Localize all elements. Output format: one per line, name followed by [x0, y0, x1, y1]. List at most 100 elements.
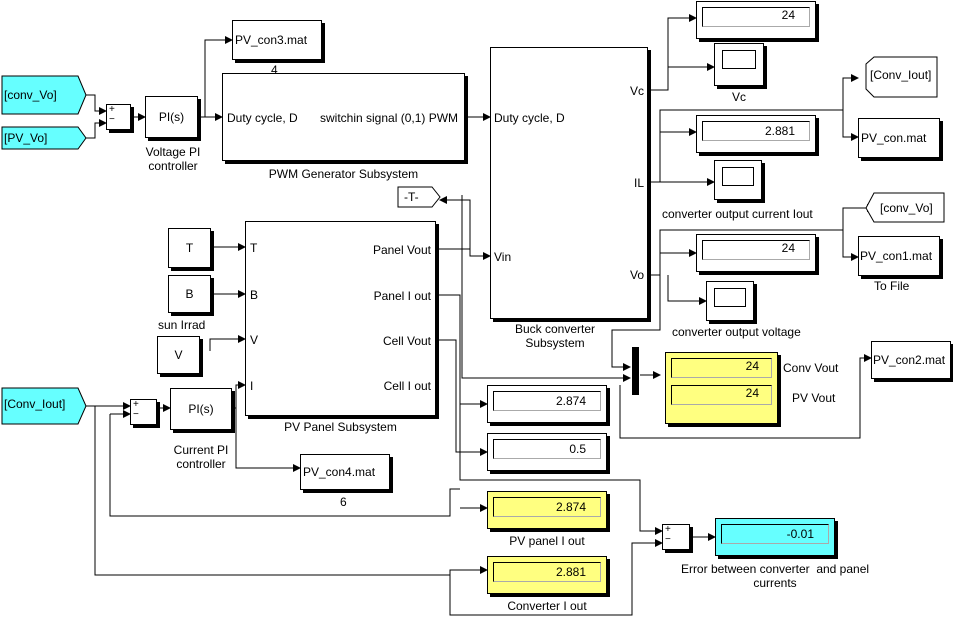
display-value-pv-vout: 24 [745, 386, 759, 400]
scope-vo[interactable] [706, 281, 754, 321]
buck-converter-subsystem[interactable]: Duty cycle, D Vin Vc IL Vo [490, 47, 648, 319]
pwm-output-port: switchin signal (0,1) PWM [320, 111, 459, 125]
pv-v-port: V [250, 333, 259, 347]
goto-conv-iout-tag[interactable]: [Conv_Iout] [870, 68, 932, 82]
scope-screen [714, 288, 746, 307]
from-conv-iout-tag[interactable]: [Conv_Iout] [4, 397, 66, 411]
scope-il-caption: converter output current Iout [662, 207, 813, 221]
to-file-pv-con3[interactable]: PV_con3.mat [232, 20, 322, 60]
to-file-pv-con[interactable]: PV_con.mat [858, 118, 940, 158]
buck-vin-port: Vin [494, 250, 512, 264]
display-panel-iout-b[interactable]: 0.5 [487, 433, 607, 471]
constant-value: T [185, 241, 194, 255]
display-value: 24 [781, 8, 795, 22]
pv-cell-vout-port: Cell Vout [382, 334, 431, 348]
display-converter-iout[interactable]: 2.881 [487, 556, 607, 594]
scope-vc[interactable] [714, 43, 764, 86]
file-name: PV_con3.mat [235, 33, 308, 47]
display-pv-panel-iout[interactable]: 2.874 [487, 491, 607, 529]
pv-b-port: B [250, 288, 259, 302]
goto-t-tag[interactable]: -T- [404, 190, 419, 204]
display-frame [671, 358, 772, 378]
voltage-pi-caption: Voltage PI controller [145, 145, 201, 173]
pwm-caption: PWM Generator Subsystem [268, 167, 419, 181]
file-name: PV_con2.mat [873, 353, 946, 367]
display-value: 0.5 [569, 442, 586, 456]
to-file-pv-con1[interactable]: PV_con1.mat [858, 236, 940, 276]
display-value: 2.874 [555, 500, 586, 514]
voltage-constant[interactable]: V [157, 336, 200, 374]
pv-t-port: T [250, 241, 258, 255]
sum-signs: + − [665, 524, 671, 545]
display-error[interactable]: -0.01 [715, 518, 835, 556]
to-file-pv-con4[interactable]: PV_con4.mat [300, 454, 390, 490]
display-vc[interactable]: 24 [696, 1, 816, 39]
display-mux-voltages[interactable]: 24 24 [665, 352, 778, 424]
pi-label: PI(s) [188, 402, 214, 416]
display-value: 2.881 [555, 565, 586, 579]
display-value-conv-vout: 24 [745, 359, 759, 373]
display-frame [493, 497, 601, 517]
buck-vc-port: Vc [629, 84, 644, 98]
display-value: -0.01 [786, 527, 814, 541]
display-vo[interactable]: 24 [696, 234, 816, 272]
current-pi-caption: Current PI controller [173, 443, 229, 471]
display-value: 2.881 [764, 124, 795, 138]
buck-vo-port: Vo [629, 268, 644, 282]
pi-label: PI(s) [158, 110, 185, 124]
pv-caption: PV Panel Subsystem [284, 420, 397, 434]
display-frame [493, 439, 601, 459]
pv-cell-iout-port: Cell I out [383, 379, 431, 393]
scope-vc-caption: Vc [731, 90, 746, 104]
display-frame [702, 121, 810, 141]
scope-screen [722, 50, 756, 69]
pv-i-port: I [250, 379, 254, 393]
scope-il[interactable] [714, 160, 762, 200]
pv-con4-number: 6 [340, 495, 347, 509]
voltage-error-sum[interactable]: + − [106, 104, 131, 130]
buck-caption: Buck converter Subsystem [514, 322, 596, 350]
pv-panel-iout-caption: PV panel I out [509, 534, 585, 548]
display-frame [702, 7, 810, 27]
scope-screen [722, 167, 754, 186]
pwm-input-port: Duty cycle, D [227, 111, 298, 125]
display-value: 24 [781, 241, 795, 255]
conv-vout-caption: Conv Vout [783, 361, 839, 375]
converter-iout-caption: Converter I out [507, 599, 587, 613]
scope-vo-caption: converter output voltage [672, 325, 801, 339]
sum-signs: + − [133, 399, 139, 420]
buck-il-port: IL [633, 176, 644, 190]
display-frame [671, 385, 772, 405]
constant-value: B [185, 287, 194, 301]
pwm-generator-subsystem[interactable]: Duty cycle, D switchin signal (0,1) PWM [222, 73, 465, 161]
current-error-sum[interactable]: + − [130, 399, 157, 425]
to-file-pv-con2[interactable]: PV_con2.mat [871, 341, 951, 379]
file-name: PV_con.mat [861, 131, 927, 145]
pv-panel-vout-port: Panel Vout [372, 243, 431, 257]
error-caption: Error between converter and panel curren… [680, 562, 870, 590]
from-conv-vo-tag[interactable]: [conv_Vo] [4, 88, 57, 102]
display-frame [702, 240, 810, 260]
from-pv-vo-tag[interactable]: [PV_Vo] [4, 131, 48, 145]
sun-irrad-caption: sun Irrad [158, 318, 206, 332]
display-panel-iout-a[interactable]: 2.874 [487, 385, 607, 423]
error-sum[interactable]: + − [662, 524, 690, 550]
to-file-caption: To File [874, 279, 910, 293]
display-value: 2.874 [555, 394, 586, 408]
buck-duty-port: Duty cycle, D [494, 111, 565, 125]
pv-con3-number: 4 [271, 63, 278, 77]
pv-panel-subsystem[interactable]: T B V I Panel Vout Panel I out Cell Vout… [245, 221, 436, 416]
irradiance-constant[interactable]: B [168, 275, 211, 313]
display-il[interactable]: 2.881 [696, 115, 816, 153]
voltage-pi-block[interactable]: PI(s) [145, 96, 198, 138]
goto-conv-vo-tag[interactable]: [conv_Vo] [880, 201, 933, 215]
temperature-constant[interactable]: T [168, 228, 211, 268]
display-frame [493, 562, 601, 582]
sum-signs: + − [109, 104, 115, 125]
display-frame [493, 391, 601, 411]
current-pi-block[interactable]: PI(s) [170, 388, 232, 430]
pv-vout-caption: PV Vout [792, 391, 836, 405]
